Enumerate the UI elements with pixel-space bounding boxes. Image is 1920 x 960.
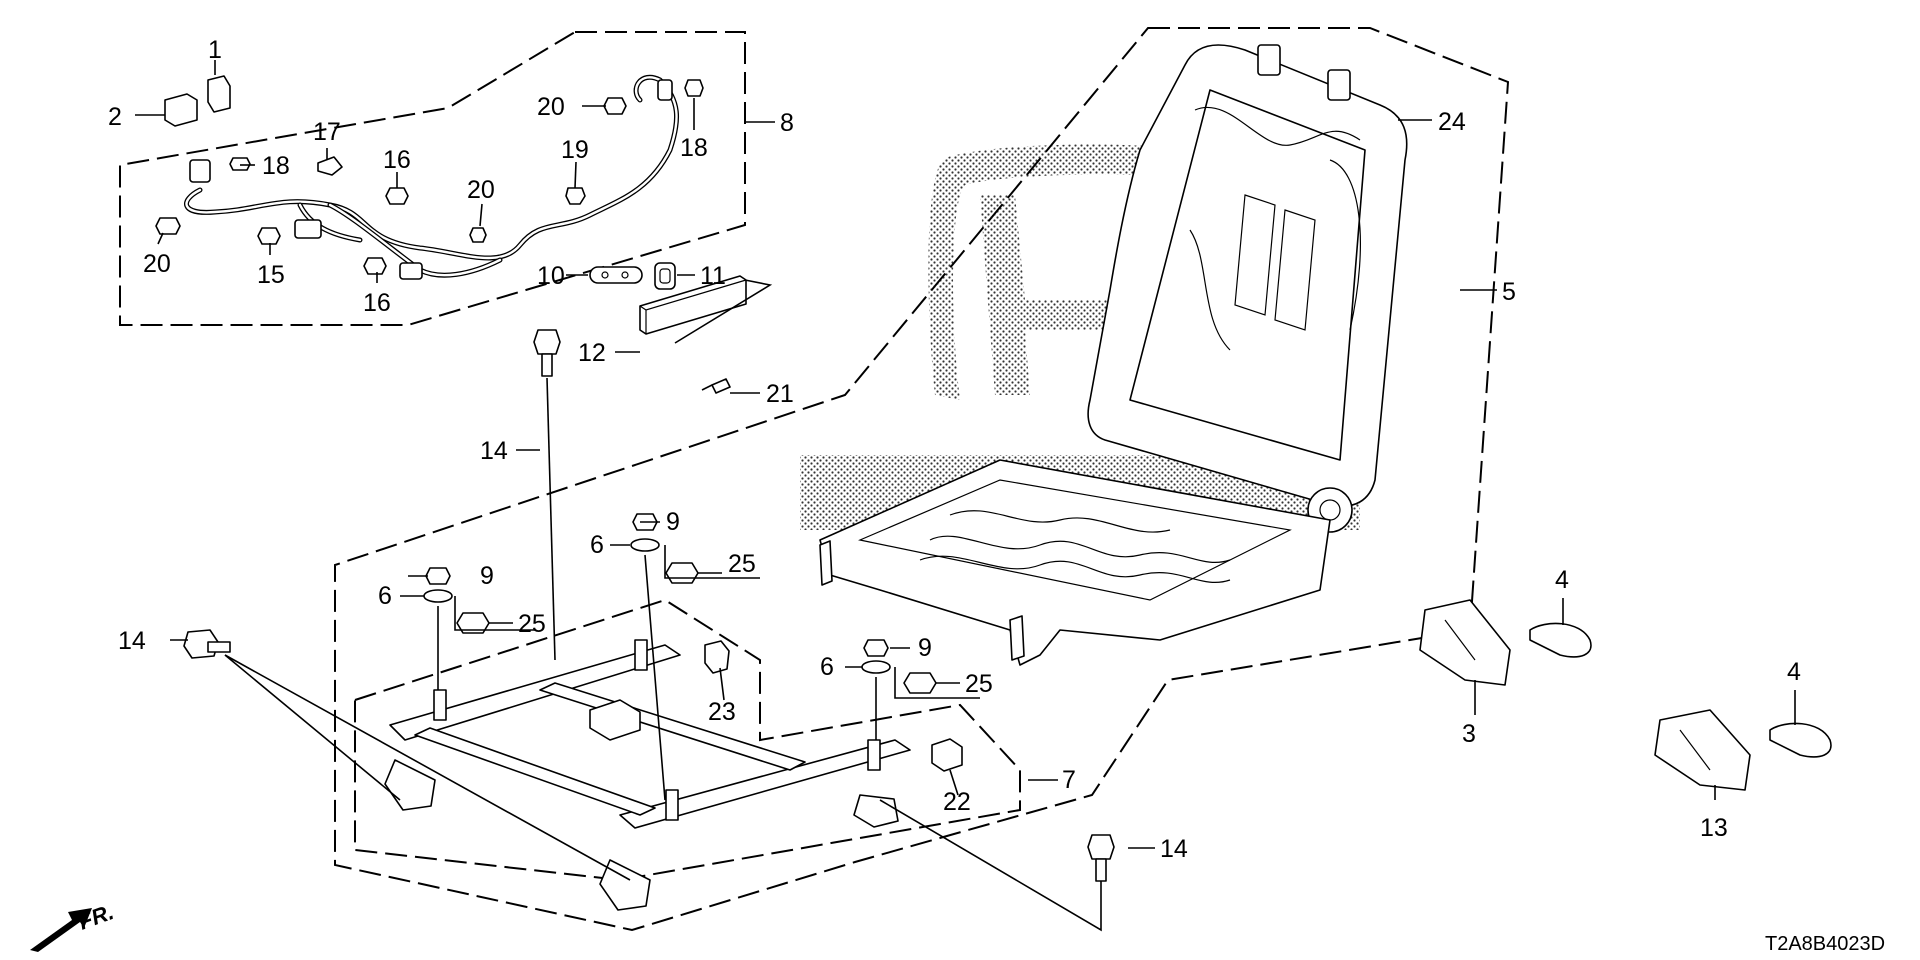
- callout-8: 8: [780, 109, 794, 137]
- bolt-14c: [1087, 834, 1115, 882]
- clip-18-a: [229, 157, 251, 171]
- clip-18-b: [684, 79, 704, 97]
- callout-4b: 4: [1787, 658, 1801, 686]
- callout-4a: 4: [1555, 566, 1569, 594]
- callout-18a: 18: [262, 152, 290, 180]
- callout-6a: 6: [590, 531, 604, 559]
- callout-7: 7: [1062, 766, 1076, 794]
- fr-label: FR.: [75, 899, 117, 935]
- knob-cover-4a: [1529, 622, 1592, 658]
- callout-20b: 20: [467, 176, 495, 204]
- callout-3: 3: [1462, 720, 1476, 748]
- callout-21: 21: [766, 380, 794, 408]
- callout-6b: 6: [378, 582, 392, 610]
- callout-20c: 20: [537, 93, 565, 121]
- callout-2: 2: [108, 103, 122, 131]
- nut-25a: [665, 562, 699, 584]
- callout-9b: 9: [480, 562, 494, 590]
- part-11: [654, 262, 676, 290]
- callout-17: 17: [313, 118, 341, 146]
- connector-part-1: [207, 75, 231, 113]
- seat-cushion-frame: [819, 459, 1331, 666]
- nut-25b: [456, 612, 490, 634]
- wire-harness: [184, 75, 680, 280]
- clip-22: [931, 738, 963, 772]
- front-direction-arrow: FR.: [30, 899, 117, 952]
- callout-15: 15: [257, 261, 285, 289]
- callout-6c: 6: [820, 653, 834, 681]
- connector-part-2: [164, 93, 198, 127]
- callout-14c: 14: [1160, 835, 1188, 863]
- seat-rails: [384, 639, 911, 911]
- callout-13: 13: [1700, 814, 1728, 842]
- callout-11: 11: [700, 262, 726, 290]
- callout-22: 22: [943, 788, 971, 816]
- group-outline-5: [334, 27, 1510, 932]
- clip-16-a: [385, 187, 409, 205]
- screw-21: [701, 378, 731, 394]
- clip-20-a: [155, 217, 181, 235]
- group-outline-8: [119, 31, 746, 326]
- callout-9a: 9: [666, 508, 680, 536]
- callout-25b: 25: [518, 610, 546, 638]
- clip-17: [317, 156, 343, 176]
- nut-9b: [425, 567, 451, 585]
- washer-6c: [861, 660, 891, 674]
- clip-15: [257, 227, 281, 245]
- trim-cover-3: [1419, 599, 1511, 686]
- washer-6a: [630, 538, 660, 552]
- callout-25a: 25: [728, 550, 756, 578]
- callout-25c: 25: [965, 670, 993, 698]
- clip-20-c: [603, 97, 627, 115]
- callout-16a: 16: [383, 146, 411, 174]
- callout-12: 12: [578, 339, 606, 367]
- callout-16b: 16: [363, 289, 391, 317]
- group-outline-7: [354, 598, 1021, 882]
- knob-cover-4b: [1769, 722, 1832, 758]
- callout-1: 1: [208, 36, 222, 64]
- bolt-14a: [533, 329, 561, 377]
- part-10: [589, 266, 643, 284]
- control-unit-12: [639, 275, 747, 335]
- callout-10: 10: [537, 262, 565, 290]
- callout-5: 5: [1502, 278, 1516, 306]
- nut-25c: [903, 672, 937, 694]
- diagram-code: T2A8B4023D: [1765, 933, 1885, 955]
- callout-9c: 9: [918, 634, 932, 662]
- bolt-14b: [183, 629, 231, 659]
- clip-20-b: [469, 227, 487, 243]
- callout-19: 19: [561, 136, 589, 164]
- callout-24: 24: [1438, 108, 1466, 136]
- seat-back-frame: [1087, 44, 1408, 533]
- callout-labels: 1 2 3 4 4 5 6 6 6 7 8 9 9 9 10 11 12 13 …: [108, 36, 1801, 863]
- clip-23: [704, 640, 730, 674]
- harness-clips: [155, 79, 704, 275]
- callout-14a: 14: [480, 437, 508, 465]
- nut-9c: [863, 639, 889, 657]
- callout-20a: 20: [143, 250, 171, 278]
- leader-lines: [135, 60, 1796, 932]
- callout-18b: 18: [680, 134, 708, 162]
- washer-6b: [423, 589, 453, 603]
- clip-19: [565, 187, 586, 205]
- callout-14b: 14: [118, 627, 146, 655]
- callout-23: 23: [708, 698, 736, 726]
- trim-cover-13: [1654, 709, 1751, 791]
- clip-16-b: [363, 257, 387, 275]
